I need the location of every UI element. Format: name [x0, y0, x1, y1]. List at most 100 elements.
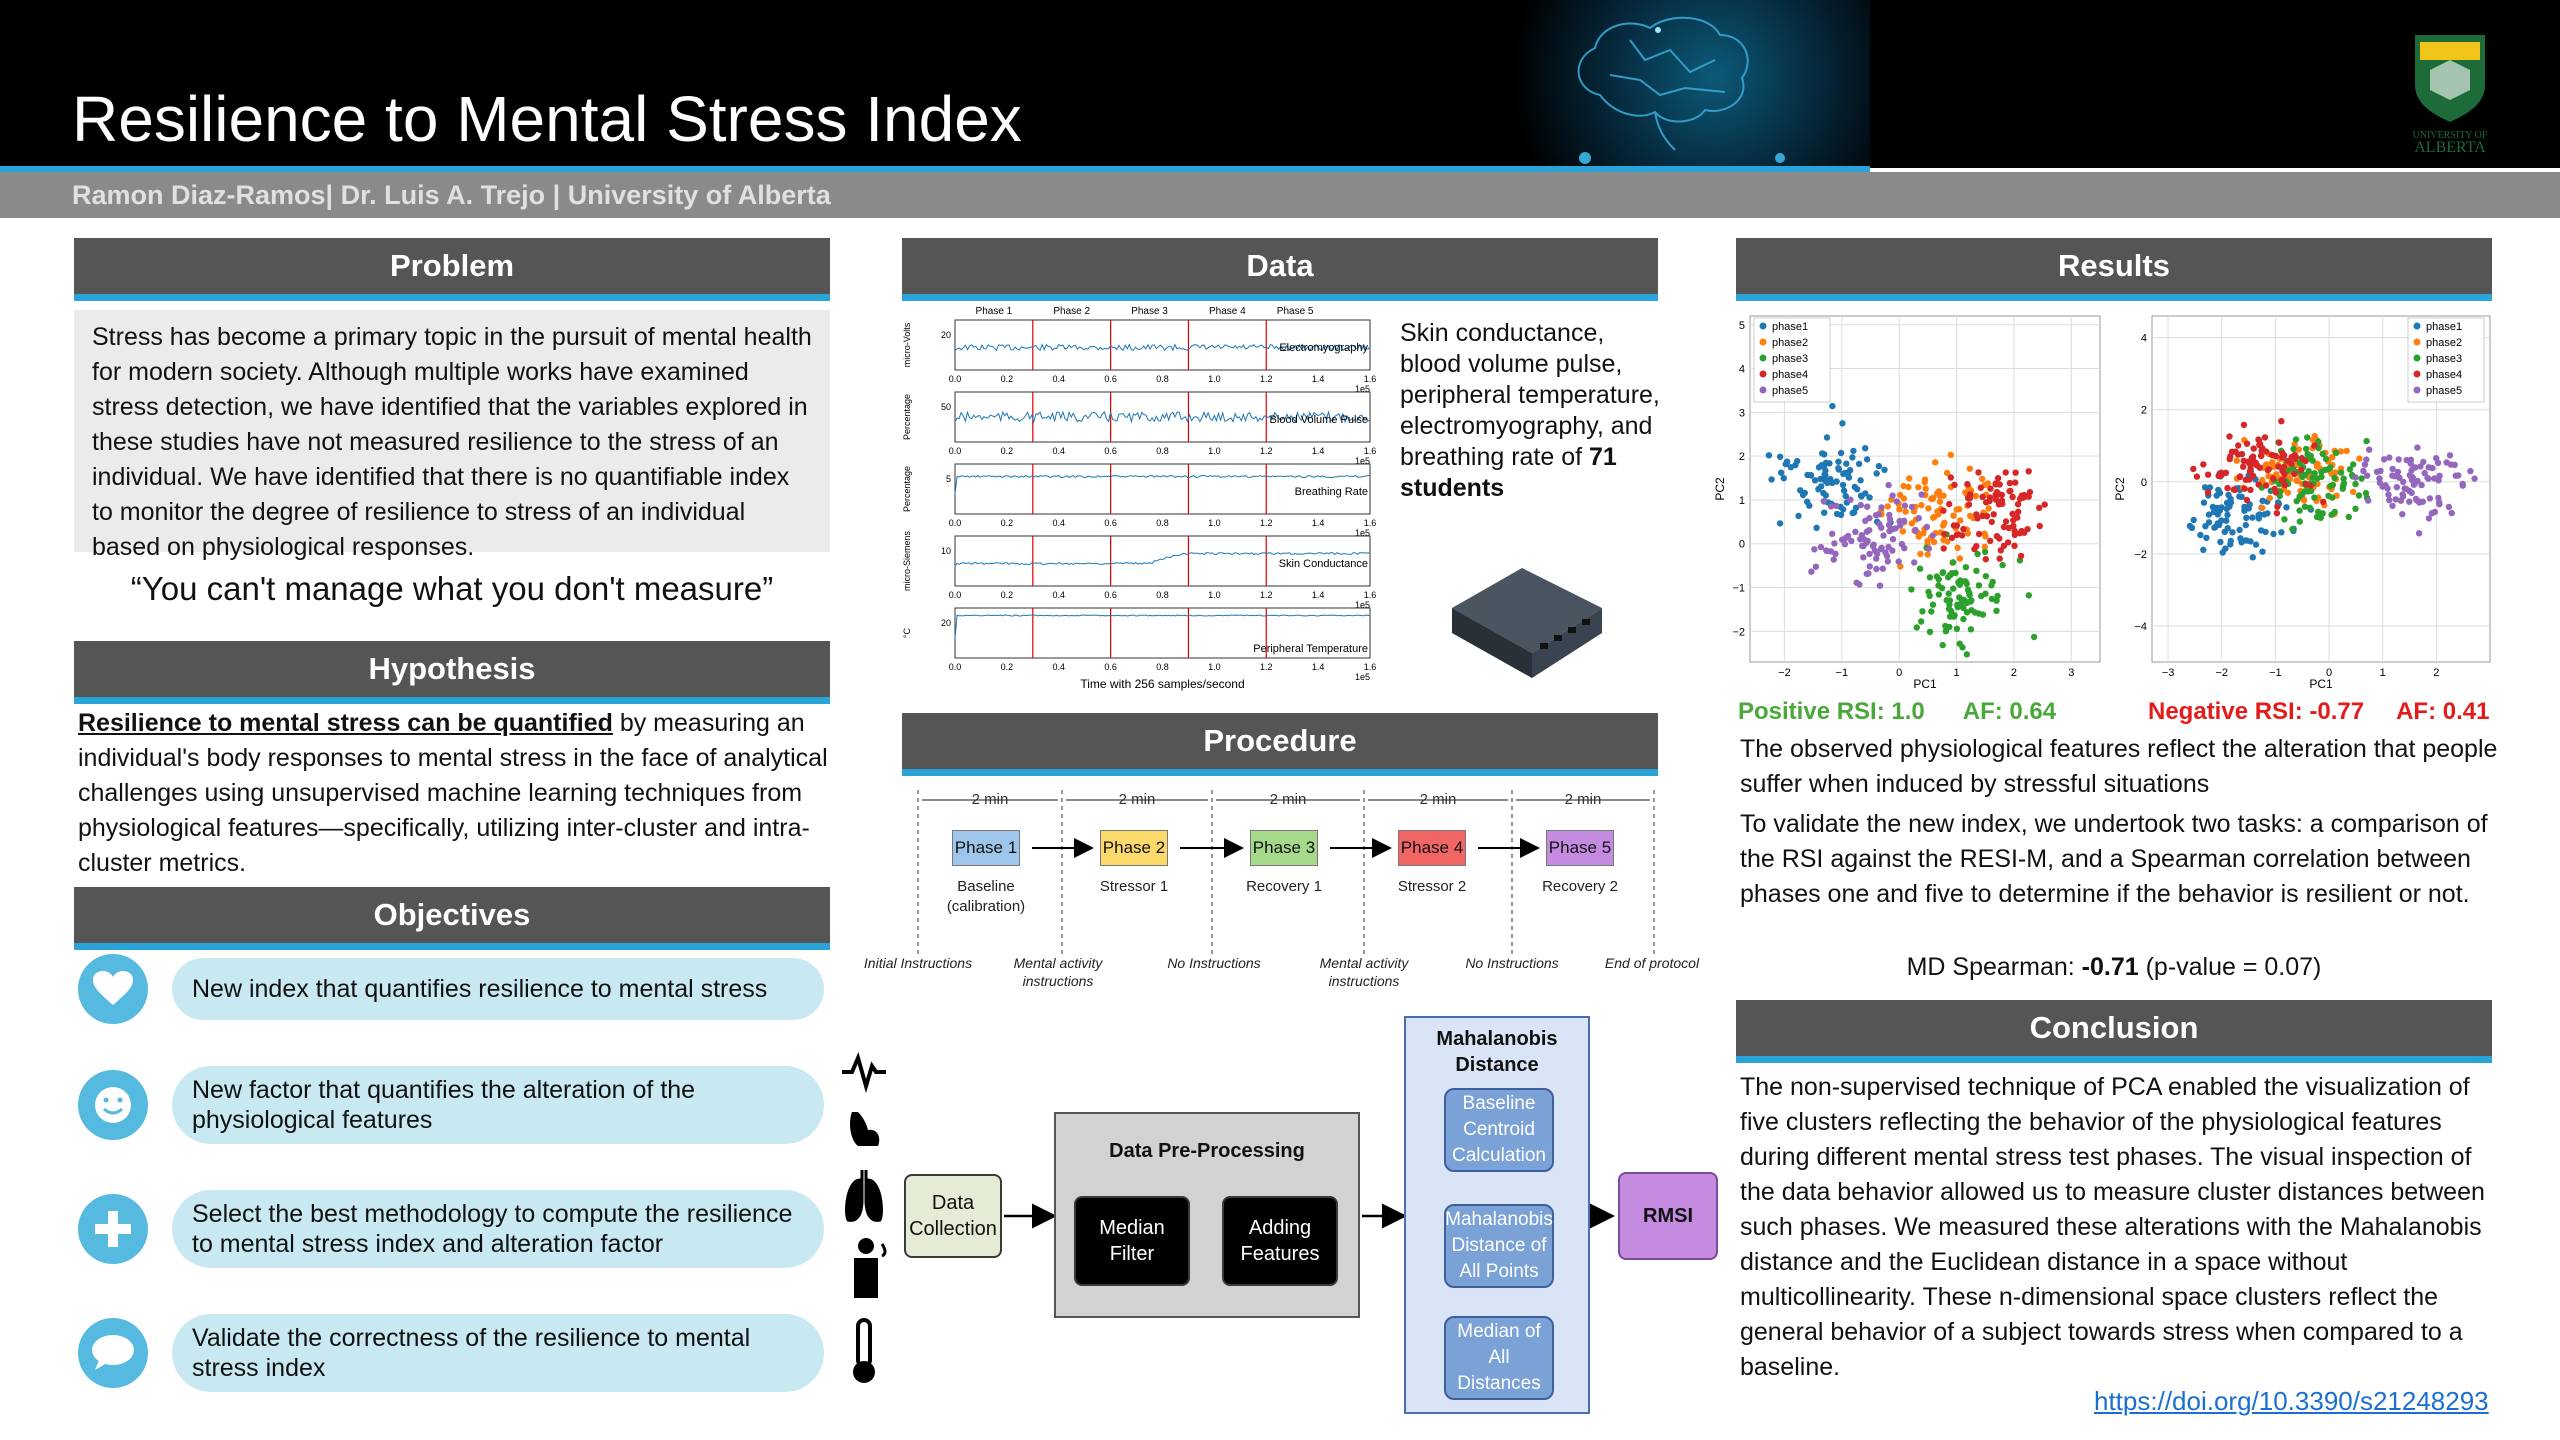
scatter-point [2224, 484, 2231, 492]
legend-marker [2413, 386, 2421, 394]
scatter-point [1975, 582, 1983, 589]
y-tick-label: 2 [2141, 405, 2147, 417]
scatter-point [1963, 609, 1971, 616]
scatter-point [1979, 475, 1986, 482]
scatter-point [2017, 552, 2025, 560]
scatter-point [2329, 454, 2336, 461]
phase-label: Phase 4 [1209, 306, 1246, 317]
procedure-phase-box: Phase 1 [952, 830, 1020, 866]
signal-xtick: 1.0 [1208, 590, 1221, 600]
scatter-point [2355, 492, 2363, 499]
heart-icon [93, 971, 133, 1005]
scatter-point [1896, 506, 1903, 513]
scatter-point [2209, 503, 2217, 511]
scatter-point [1936, 498, 1944, 505]
scatter-point [1997, 547, 2004, 554]
scatter-point [2205, 519, 2213, 526]
scatter-point [1898, 540, 1906, 548]
scatter-point [2244, 458, 2252, 465]
scatter-point [2397, 497, 2405, 504]
scatter-point [2193, 473, 2201, 480]
duration-label: 2 min [1119, 791, 1156, 808]
scatter-point [1992, 491, 1999, 498]
scatter-point [1858, 493, 1865, 500]
scatter-point [2226, 433, 2233, 440]
scatter-point [2304, 434, 2311, 441]
scatter-point [2010, 522, 2017, 530]
scatter-point [1988, 595, 1996, 603]
scatter-point [2386, 496, 2393, 504]
scatter-point [1986, 494, 1994, 501]
x-tick-label: 1 [2380, 667, 2386, 679]
scatter-point [2279, 467, 2286, 474]
signal-xtick: 0.8 [1156, 518, 1169, 528]
scatter-point [1835, 465, 1842, 472]
scatter-point [2190, 465, 2197, 473]
scatter-point [1994, 475, 2002, 482]
signal-line [954, 410, 1371, 424]
scatter-point [2206, 484, 2214, 491]
scatter-point [1893, 498, 1900, 505]
scatter-point [2240, 463, 2247, 470]
scatter-point [2263, 448, 2270, 455]
scatter-point [2025, 592, 2032, 599]
legend-box [2407, 317, 2485, 403]
scatter-point [1886, 516, 1894, 523]
scatter-point [1841, 469, 1849, 477]
scatter-point [1966, 589, 1973, 597]
scatter-point [1925, 545, 1933, 552]
scatter-point [1811, 546, 1818, 553]
signal-xtick: 0.8 [1156, 374, 1169, 384]
scatter-point [1811, 477, 1819, 484]
scatter-point [2455, 472, 2462, 479]
scatter-point [1866, 514, 1873, 522]
scatter-point [2363, 437, 2370, 445]
procedure-phase-desc: Recovery 2 [1542, 878, 1618, 895]
scatter-point [2467, 467, 2474, 475]
y-tick-label: 4 [2141, 333, 2147, 345]
scatter-point [1955, 531, 1962, 538]
scatter-point [1862, 445, 1869, 452]
scatter-point [2328, 511, 2335, 518]
scatter-point [1924, 551, 1931, 558]
scatter-point [2247, 486, 2254, 494]
scatter-point [1911, 559, 1918, 566]
scatter-point [2002, 469, 2009, 476]
scatter-point [2377, 467, 2384, 475]
scatter-point [2302, 445, 2310, 453]
scatter-point [1954, 544, 1961, 551]
signal-xtick: 1.0 [1208, 518, 1221, 528]
scatter-point [1929, 601, 1937, 608]
person-sweat-icon [854, 1238, 887, 1298]
scatter-point [2418, 481, 2425, 489]
scatter-point [1780, 475, 1787, 482]
problem-text: Stress has become a primary topic in the… [74, 310, 830, 561]
scatter-point [1792, 461, 1799, 469]
scatter-point [1876, 520, 1883, 528]
scatter-point [1880, 532, 1887, 539]
legend-marker [2413, 338, 2421, 346]
authors-line: Ramon Diaz-Ramos| Dr. Luis A. Trejo | Un… [72, 180, 831, 210]
hypothesis-body: by measuring an individual's body respon… [78, 709, 828, 877]
scatter-point [1884, 558, 1891, 565]
signal-name: Skin Conductance [1279, 558, 1368, 570]
scatter-point [2376, 479, 2384, 486]
scatter-point [1845, 474, 1852, 481]
y-tick-label: 5 [1739, 320, 1745, 332]
scatter-point [2284, 489, 2292, 496]
doi-link[interactable]: https://doi.org/10.3390/s21248293 [2094, 1386, 2489, 1416]
y-tick-label: −1 [1732, 583, 1745, 595]
signal-xtick: 0.4 [1052, 590, 1065, 600]
signal-xtick: 1.4 [1312, 590, 1325, 600]
x-tick-label: −2 [1778, 667, 1791, 679]
scatter-point [1866, 550, 1873, 558]
scatter-point [2415, 530, 2423, 537]
scatter-point [1812, 563, 1820, 570]
instruction-label: Mental activity instructions [1319, 955, 1409, 989]
scatter-point [2318, 473, 2325, 480]
scatter-point [1981, 543, 1988, 551]
scatter-point [2225, 491, 2232, 499]
scatter-point [1829, 402, 1836, 410]
signal-xtick: 1.6 [1364, 662, 1377, 672]
